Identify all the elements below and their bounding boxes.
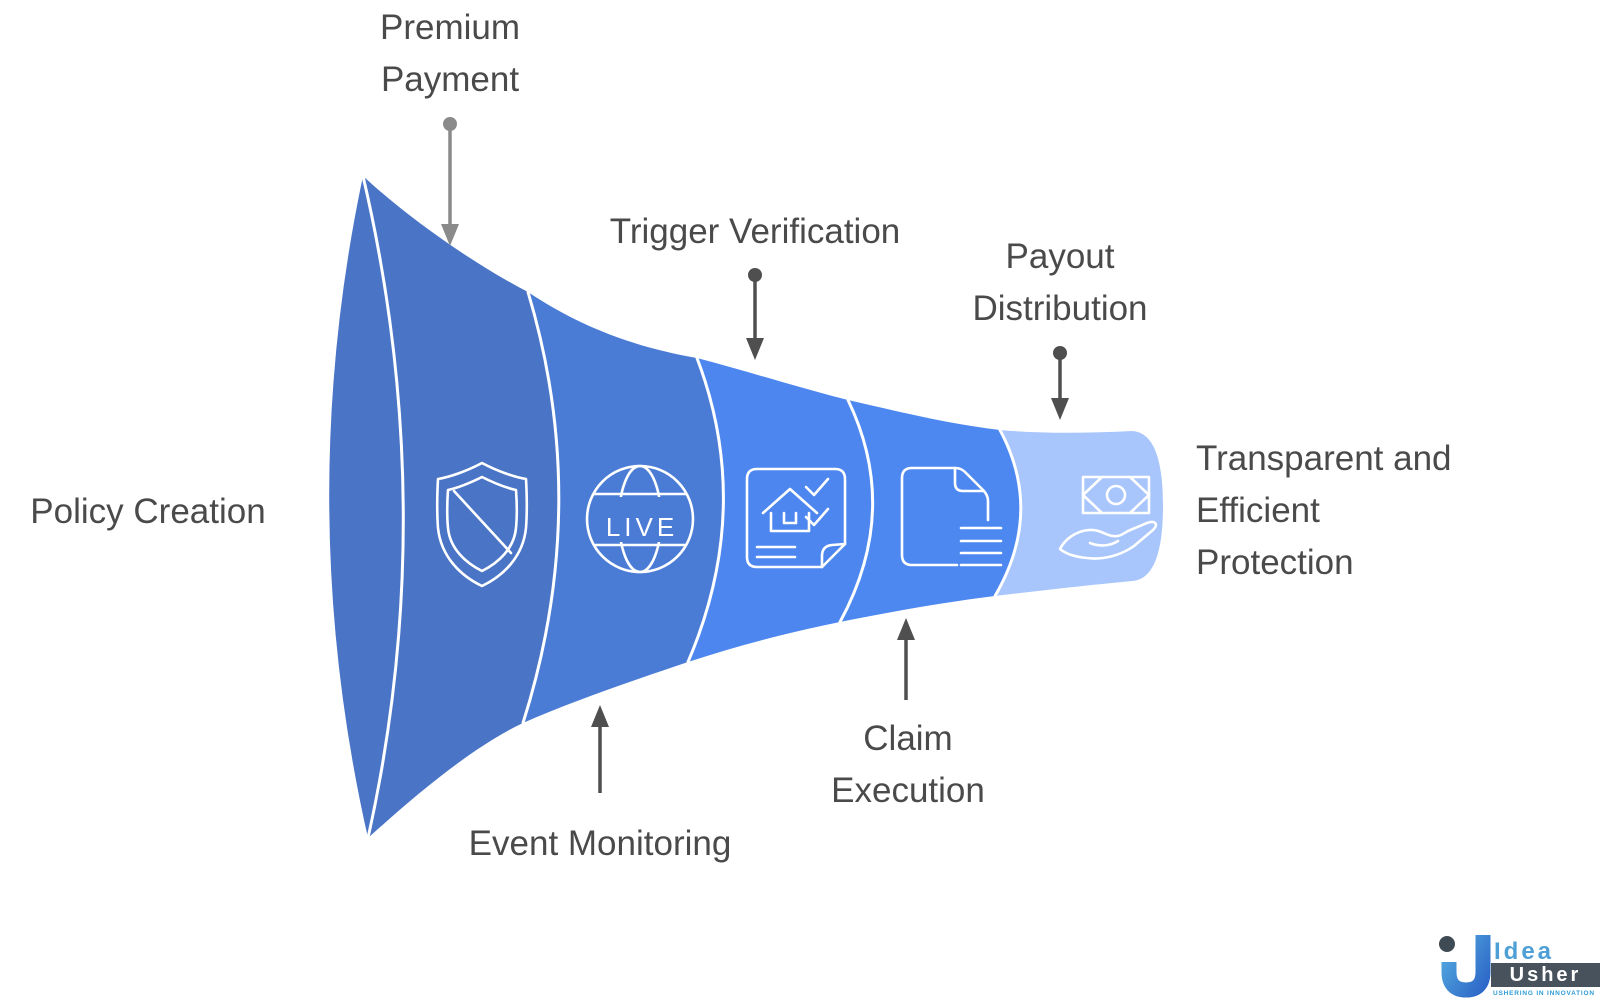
funnel-divider-4: [993, 428, 1023, 598]
arrow-premium-payment: [441, 117, 459, 246]
logo-usher-text: Usher: [1509, 963, 1582, 986]
funnel-divider-3: [838, 398, 875, 624]
funnel-divider-1: [521, 290, 561, 725]
label-claim-execution: Claim Execution: [831, 719, 985, 810]
label-trigger-verification: Trigger Verification: [609, 212, 901, 251]
funnel-lip-line: [361, 174, 405, 840]
cash-hand-icon: [1058, 475, 1158, 560]
document-icon: [900, 466, 1003, 567]
funnel-divider-2: [686, 356, 725, 664]
funnel-segment-policy-creation: [329, 176, 559, 838]
arrow-claim-execution: [897, 618, 915, 700]
live-label: LIVE: [606, 512, 678, 542]
label-payout-distribution: Payout Distribution: [972, 237, 1148, 328]
funnel-dividers: [361, 174, 1023, 840]
logo-usher-badge: Usher: [1491, 963, 1600, 987]
live-globe-icon: LIVE: [585, 464, 695, 574]
arrow-payout-distribution: [1051, 346, 1069, 420]
label-policy-creation: Policy Creation: [30, 492, 266, 531]
logo-u-icon: [1439, 935, 1491, 998]
label-event-monitoring: Event Monitoring: [468, 824, 732, 863]
label-premium-payment: Premium Payment: [379, 8, 521, 99]
idea-usher-logo: Idea Usher USHERING IN INNOVATION: [1434, 912, 1600, 1002]
funnel-segment-trigger-verification: [688, 358, 873, 662]
logo-idea-text: Idea: [1494, 938, 1555, 965]
logo-tagline: USHERING IN INNOVATION: [1493, 990, 1595, 997]
shield-icon: [435, 461, 529, 588]
arrow-trigger-verification: [746, 268, 764, 360]
funnel-segment-claim-execution: [840, 400, 1021, 622]
label-outcome: Transparent and Efficient Protection: [1196, 439, 1452, 582]
funnel-segments: [329, 176, 1163, 838]
house-checklist-icon: [745, 467, 847, 569]
arrow-event-monitoring: [591, 705, 609, 793]
